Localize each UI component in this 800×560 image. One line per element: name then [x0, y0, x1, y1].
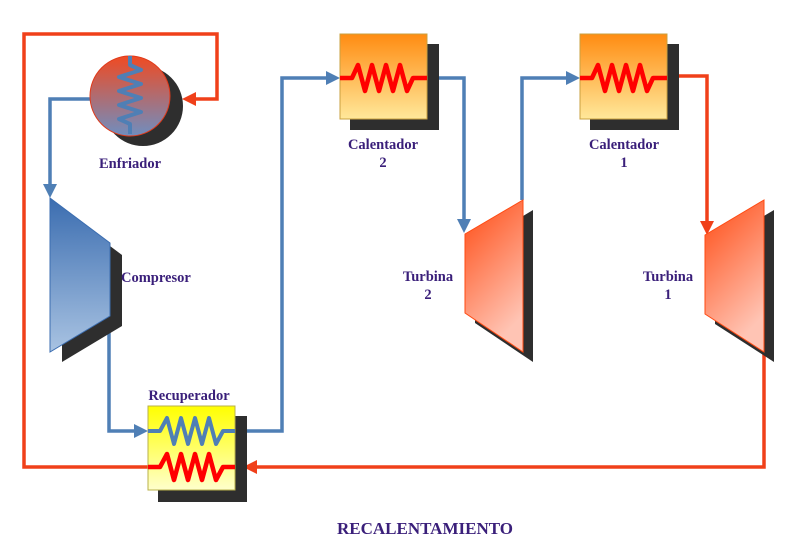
pipe-turbina2-to-calentador1 [520, 76, 570, 200]
pipe-recuperador-to-calentador2 [235, 76, 330, 433]
compresor[interactable] [49, 197, 122, 362]
calentador-2-label-line1: Calentador [348, 137, 419, 153]
turbina-1-label-line1: Turbina [643, 269, 694, 285]
hot-stream-pipes [22, 32, 766, 469]
arrow-into-calentador2-icon [326, 71, 340, 85]
turbina-2[interactable] [464, 199, 533, 362]
recuperador-label: Recuperador [148, 388, 230, 404]
calentador-2[interactable] [339, 33, 439, 130]
arrow-into-enfriador-icon [182, 92, 196, 106]
arrow-into-turbina1-icon [700, 221, 714, 235]
calentador-2-label-line2: 2 [379, 155, 386, 171]
pipe-calentador1-to-turbina1 [667, 74, 709, 225]
compresor-label: Compresor [121, 270, 191, 286]
arrow-into-calentador1-icon [566, 71, 580, 85]
calentador-1[interactable] [579, 33, 679, 130]
arrow-into-recuperador-cold-icon [134, 424, 148, 438]
turbina-2-body [464, 199, 524, 353]
recuperador-hot-coil-icon [148, 451, 235, 483]
turbina-2-label-line2: 2 [424, 287, 431, 303]
enfriador-coil-icon [117, 56, 143, 134]
diagram-title: RECALENTAMIENTO [337, 519, 513, 538]
calentador-2-resistor-icon [340, 62, 427, 94]
pipe-recuperador-to-enfriador [22, 32, 219, 469]
recuperador-cold-coil-icon [148, 416, 235, 446]
calentador-1-resistor-icon [580, 62, 667, 94]
calentador-1-label-line1: Calentador [589, 137, 660, 153]
enfriador-label: Enfriador [99, 156, 162, 172]
pipe-calentador2-to-turbina2 [427, 76, 466, 222]
arrow-into-turbina2-icon [457, 219, 471, 233]
arrowheads [43, 71, 714, 474]
arrow-into-recuperador-hot-icon [243, 460, 257, 474]
arrow-into-compresor-icon [43, 184, 57, 198]
turbina-1[interactable] [704, 199, 774, 362]
turbina-2-label-line1: Turbina [403, 269, 454, 285]
recuperador-body [147, 405, 236, 491]
enfriador[interactable] [89, 55, 183, 146]
pipe-enfriador-to-compresor [48, 97, 90, 188]
cold-stream-pipes [48, 76, 570, 433]
compresor-body [49, 197, 111, 353]
recuperador[interactable] [147, 405, 247, 502]
turbina-1-body [704, 199, 765, 353]
calentador-1-label-line2: 1 [620, 155, 627, 171]
pipe-turbina1-to-recuperador [255, 352, 766, 469]
pipe-compresor-to-recuperador [107, 312, 138, 433]
turbina-1-label-line2: 1 [664, 287, 671, 303]
